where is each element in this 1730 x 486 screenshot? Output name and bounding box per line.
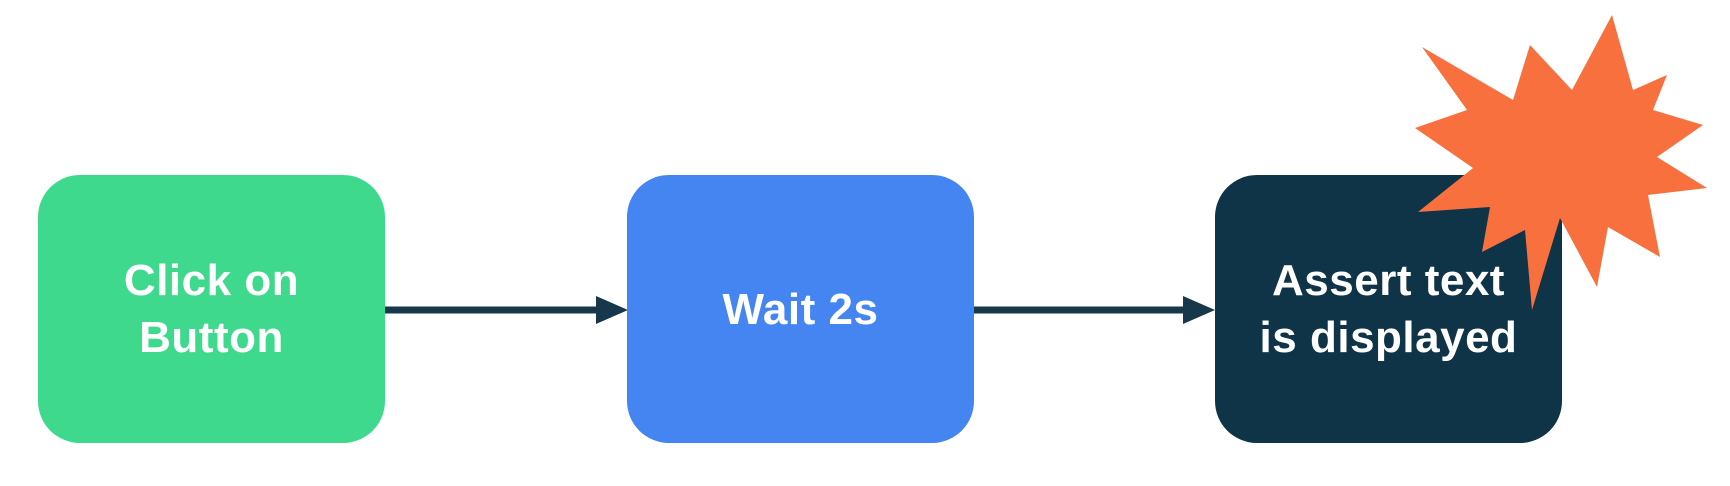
node-label-line: Wait 2s [722, 284, 879, 334]
node-label: Wait 2s [723, 281, 879, 338]
explosion-burst-icon [1415, 15, 1707, 310]
node-label-line: Assert text [1272, 256, 1505, 305]
connector-arrow-2 [973, 296, 1215, 324]
explosion-burst-shape [1415, 15, 1707, 310]
connector-arrow-1 [385, 296, 628, 324]
node-label: Click on Button [124, 252, 299, 366]
node-label-line: is displayed [1259, 313, 1518, 362]
arrowhead-icon [1183, 296, 1215, 324]
flow-node-click-on-button: Click on Button [38, 175, 385, 443]
arrowhead-icon [596, 296, 628, 324]
flow-node-wait-2s: Wait 2s [627, 175, 974, 443]
node-label-line: Click on [123, 256, 300, 305]
node-label: Assert text is displayed [1260, 252, 1518, 366]
node-label-line: Button [139, 313, 284, 362]
